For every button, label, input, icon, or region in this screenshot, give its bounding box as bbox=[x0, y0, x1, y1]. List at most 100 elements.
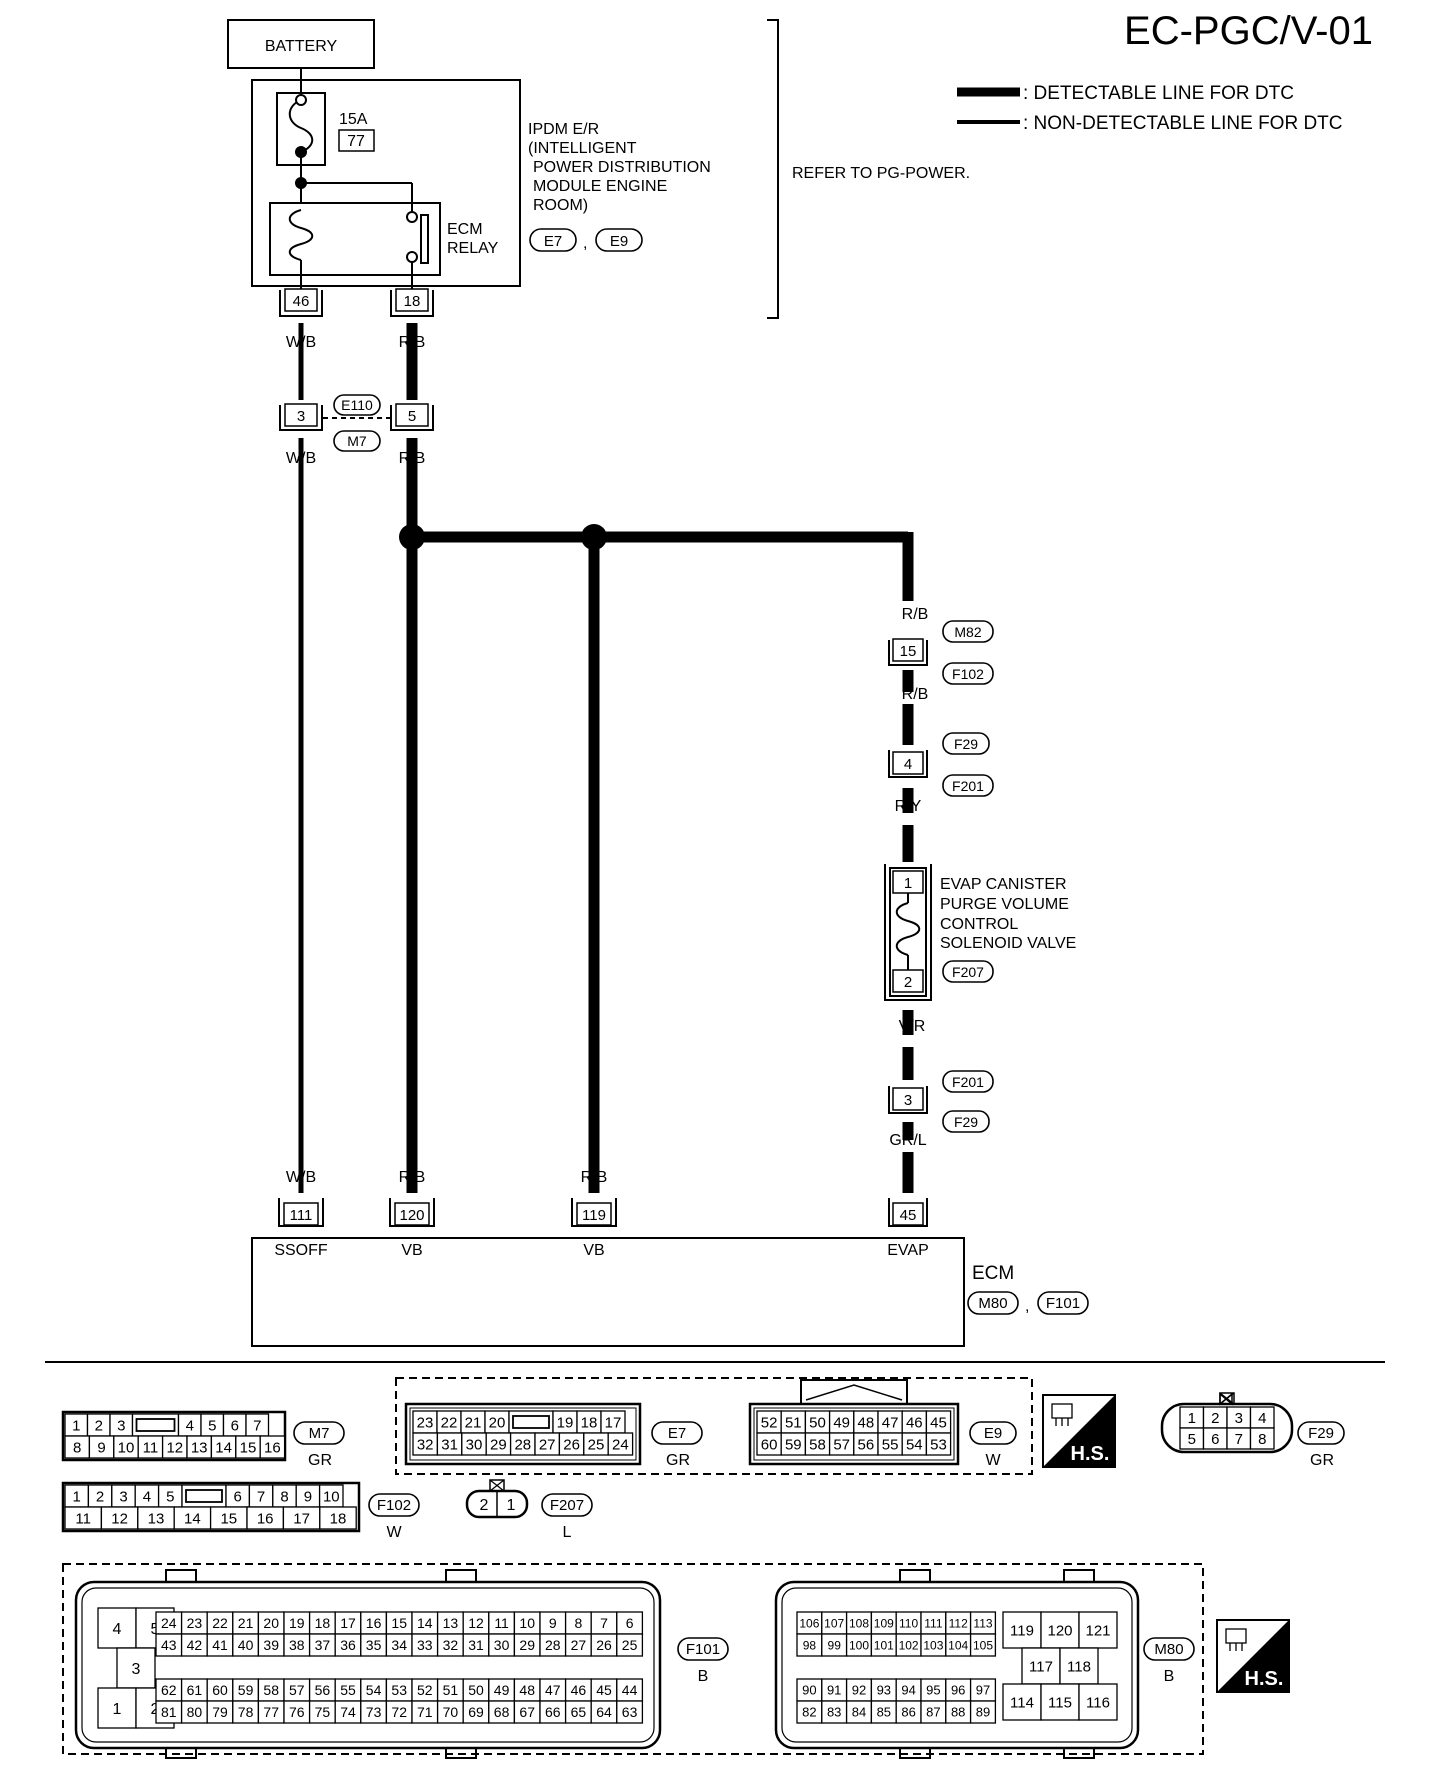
svg-text:113: 113 bbox=[973, 1616, 992, 1630]
evap-label-3: CONTROL bbox=[940, 916, 1018, 933]
connector-cell: 39 bbox=[257, 1633, 285, 1657]
ecm-terminal-evap: EVAP bbox=[887, 1242, 929, 1259]
connector-cell: 26 bbox=[558, 1432, 585, 1456]
svg-text:22: 22 bbox=[441, 1414, 458, 1431]
svg-text:110: 110 bbox=[899, 1616, 918, 1630]
connector-cell: 54 bbox=[901, 1432, 928, 1456]
ecm-connectors-group bbox=[62, 1563, 1204, 1755]
svg-text:2: 2 bbox=[96, 1488, 104, 1505]
svg-text:117: 117 bbox=[1029, 1658, 1053, 1675]
connector-cell: 84 bbox=[845, 1700, 873, 1724]
svg-text:78: 78 bbox=[238, 1704, 254, 1720]
svg-text:50: 50 bbox=[468, 1682, 484, 1698]
connector-cell: 58 bbox=[257, 1678, 285, 1702]
connector-cell: 52 bbox=[411, 1678, 439, 1702]
connector-tag-m80 bbox=[967, 1291, 1019, 1315]
svg-text:6: 6 bbox=[626, 1615, 634, 1631]
svg-text:14: 14 bbox=[184, 1510, 201, 1527]
connector-cell: 5 bbox=[1179, 1427, 1205, 1450]
svg-text:107: 107 bbox=[824, 1616, 844, 1630]
connector-cell: 18 bbox=[319, 1506, 357, 1530]
relay-coil-icon bbox=[288, 209, 314, 261]
ipdm-label-2: (INTELLIGENT bbox=[528, 140, 637, 157]
wire-label: W/B bbox=[286, 1169, 316, 1186]
connector-view-m80 bbox=[774, 1569, 1140, 1759]
svg-text:56: 56 bbox=[315, 1682, 331, 1698]
connector-cell: 79 bbox=[206, 1700, 234, 1724]
ecm-terminal-ssoff: SSOFF bbox=[274, 1242, 328, 1259]
connector-cell: 4 bbox=[1249, 1406, 1275, 1429]
svg-text:76: 76 bbox=[289, 1704, 305, 1720]
svg-text:15: 15 bbox=[900, 643, 917, 660]
connector-cell: 80 bbox=[180, 1700, 208, 1724]
connector-tag-f201 bbox=[942, 774, 994, 797]
connector-cell: 7 bbox=[248, 1484, 274, 1508]
svg-text:23: 23 bbox=[417, 1414, 434, 1431]
svg-text:45: 45 bbox=[596, 1682, 612, 1698]
connector-cell: 76 bbox=[283, 1700, 311, 1724]
pin-5-joint: 5 bbox=[390, 403, 434, 431]
connector-cell: 60 bbox=[756, 1432, 782, 1456]
connector-cell: 48 bbox=[853, 1410, 879, 1434]
connector-cell: 28 bbox=[539, 1633, 567, 1657]
svg-text:62: 62 bbox=[161, 1682, 177, 1698]
ecm-relay-box bbox=[269, 202, 441, 276]
svg-text:45: 45 bbox=[900, 1207, 917, 1224]
svg-text:E110: E110 bbox=[341, 397, 373, 413]
svg-text:95: 95 bbox=[926, 1683, 940, 1698]
connector-cell: 8 bbox=[272, 1484, 297, 1508]
svg-text:28: 28 bbox=[545, 1637, 561, 1653]
splice-dot bbox=[399, 524, 425, 550]
connector-cell: 65 bbox=[564, 1700, 592, 1724]
svg-text:27: 27 bbox=[571, 1637, 587, 1653]
connector-cell: 2 bbox=[86, 1413, 111, 1437]
svg-text:18: 18 bbox=[581, 1414, 598, 1431]
wire-label: R/B bbox=[902, 686, 929, 703]
ipdm-box bbox=[251, 79, 521, 287]
connector-cell: 1 bbox=[97, 1687, 137, 1729]
connector-cell: 7 bbox=[1226, 1427, 1252, 1450]
svg-text:56: 56 bbox=[858, 1436, 875, 1453]
svg-text:66: 66 bbox=[545, 1704, 561, 1720]
connector-cell: 41 bbox=[206, 1633, 234, 1657]
connector-color: GR bbox=[1310, 1452, 1334, 1469]
svg-text:7: 7 bbox=[1235, 1431, 1243, 1448]
svg-text:59: 59 bbox=[238, 1682, 254, 1698]
legend: : DETECTABLE LINE FOR DTC : NON-DETECTAB… bbox=[957, 83, 1343, 134]
svg-text:F101: F101 bbox=[1046, 1295, 1080, 1312]
connector-cell: 105 bbox=[969, 1633, 997, 1657]
connector-cell: 56 bbox=[308, 1678, 336, 1702]
connector-cell: 109 bbox=[870, 1611, 897, 1635]
svg-text:44: 44 bbox=[622, 1682, 638, 1698]
connector-cell: 53 bbox=[385, 1678, 413, 1702]
svg-text:90: 90 bbox=[802, 1683, 816, 1698]
connector-cell: 23 bbox=[412, 1410, 438, 1434]
svg-text:111: 111 bbox=[924, 1616, 943, 1630]
connector-cell: 112 bbox=[945, 1611, 972, 1635]
connector-cell: 3 bbox=[116, 1647, 156, 1689]
wire-label: R/B bbox=[902, 606, 929, 623]
svg-text:31: 31 bbox=[441, 1436, 458, 1453]
svg-text:46: 46 bbox=[571, 1682, 587, 1698]
connector-tag-f207 bbox=[541, 1493, 593, 1517]
pin-46: 46 bbox=[279, 288, 323, 317]
svg-text:64: 64 bbox=[596, 1704, 612, 1720]
svg-text:10: 10 bbox=[323, 1488, 340, 1505]
connector-cell: 50 bbox=[462, 1678, 490, 1702]
connector-cell: 8 bbox=[564, 1611, 592, 1635]
svg-text:43: 43 bbox=[161, 1637, 177, 1653]
svg-text:11: 11 bbox=[494, 1615, 509, 1631]
connector-cell: 35 bbox=[360, 1633, 388, 1657]
connector-cell: 99 bbox=[821, 1633, 848, 1657]
svg-text:5: 5 bbox=[1188, 1431, 1196, 1448]
connector-cell: 3 bbox=[111, 1484, 136, 1508]
connector-cell: 12 bbox=[161, 1435, 188, 1459]
connector-cell: 98 bbox=[796, 1633, 823, 1657]
connector-cell: 75 bbox=[308, 1700, 336, 1724]
svg-text:112: 112 bbox=[949, 1616, 968, 1630]
svg-text:42: 42 bbox=[187, 1637, 203, 1653]
svg-text:8: 8 bbox=[73, 1439, 81, 1456]
svg-text:32: 32 bbox=[443, 1637, 459, 1653]
svg-text:38: 38 bbox=[289, 1637, 305, 1653]
